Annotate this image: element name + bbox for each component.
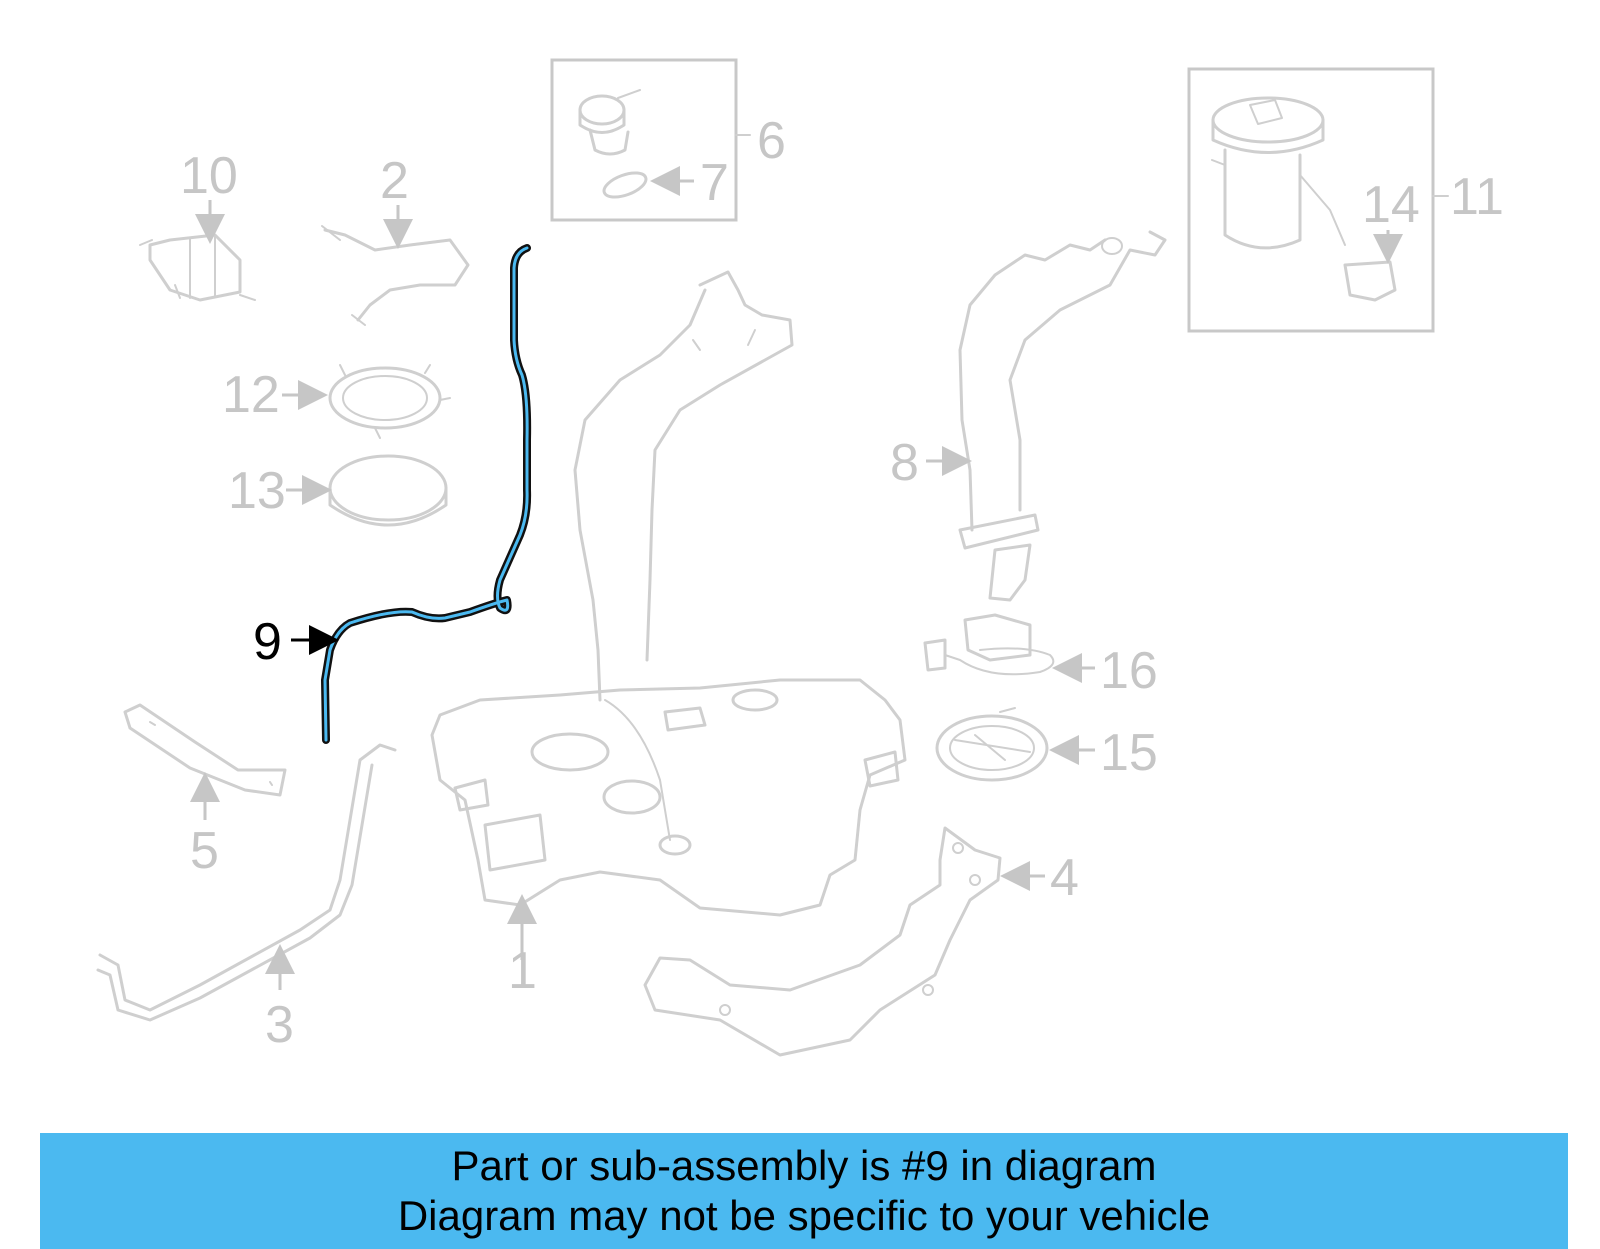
box-parts-6-7 <box>550 58 738 222</box>
callout-8: 8 <box>890 434 919 492</box>
part-13-seal <box>328 454 448 527</box>
part-12-lock-ring <box>328 364 451 439</box>
box-parts-11-14 <box>1187 67 1435 333</box>
banner-line-2: Diagram may not be specific to your vehi… <box>397 1192 1211 1239</box>
part-7-o-ring <box>602 171 648 199</box>
banner-line-1: Part or sub-assembly is #9 in diagram <box>451 1142 1157 1189</box>
part-3-tank-strap <box>96 743 397 1022</box>
part-2-sensor-wire <box>321 225 470 326</box>
part-5-bracket <box>123 703 287 797</box>
part-16-sender-wire <box>923 613 1055 676</box>
callout-11: 11 <box>1450 168 1504 226</box>
part-9-vent-hose <box>321 244 532 744</box>
callout-14: 14 <box>1362 176 1420 234</box>
callout-4: 4 <box>1050 849 1079 907</box>
part-15-sender-cover <box>935 707 1049 782</box>
callout-5: 5 <box>190 822 219 880</box>
callout-12: 12 <box>222 366 280 424</box>
callout-1: 1 <box>508 942 537 1000</box>
callout-10: 10 <box>180 147 238 205</box>
callout-13: 13 <box>228 462 286 520</box>
callout-6: 6 <box>757 112 786 170</box>
part-10-fuel-filter <box>139 233 256 302</box>
part-6-cap <box>578 89 641 156</box>
callout-7: 7 <box>700 154 729 212</box>
part-8-filler-neck <box>958 230 1167 602</box>
info-banner: Part or sub-assembly is #9 in diagram Di… <box>40 1133 1568 1249</box>
part-4-bracket <box>643 826 1002 1057</box>
callout-2: 2 <box>380 152 409 210</box>
callout-3: 3 <box>265 996 294 1054</box>
callout-9: 9 <box>253 613 282 671</box>
callout-15: 15 <box>1100 724 1158 782</box>
callout-16: 16 <box>1100 642 1158 700</box>
part-1-fuel-tank <box>430 270 907 917</box>
